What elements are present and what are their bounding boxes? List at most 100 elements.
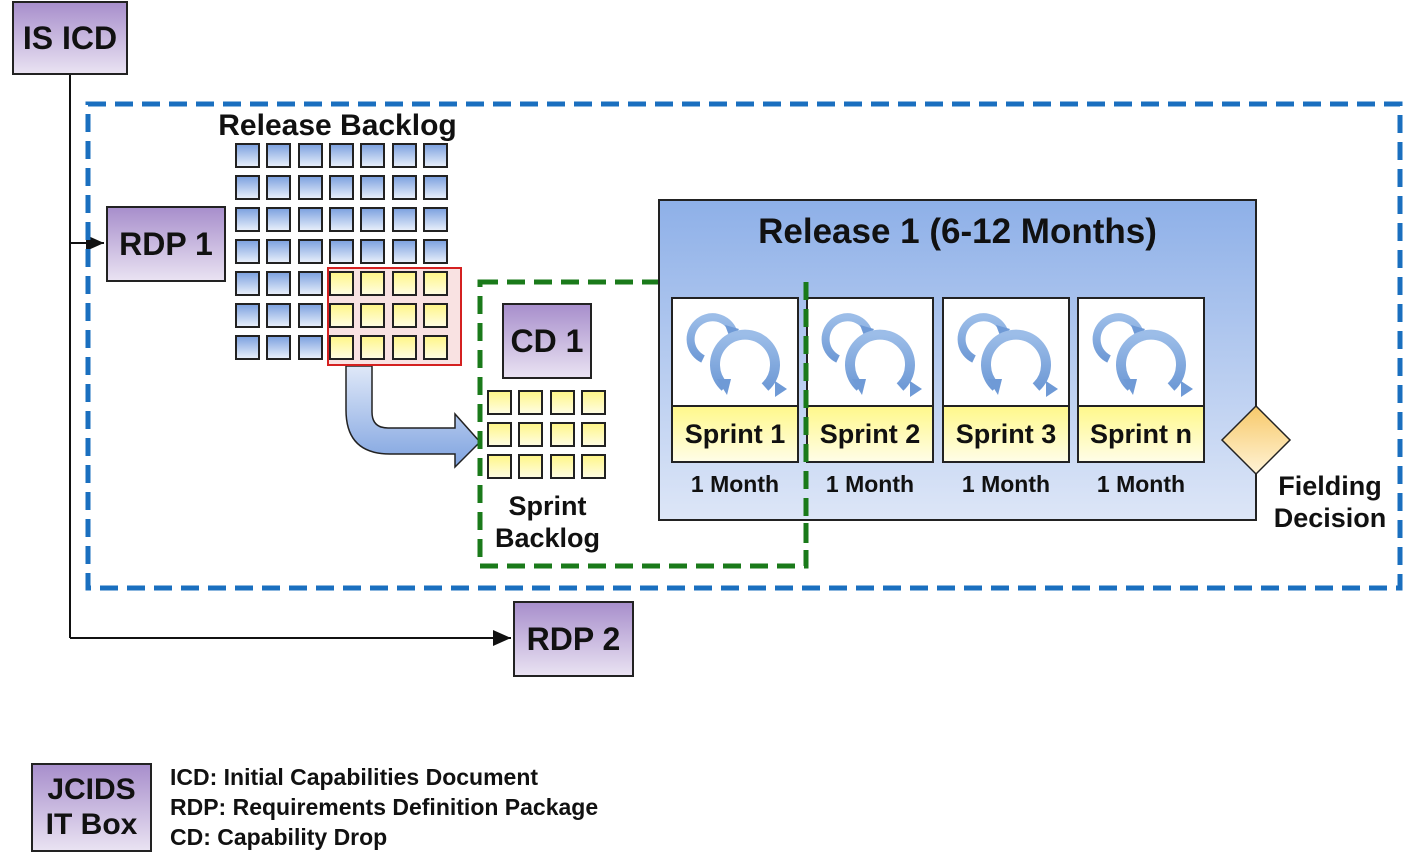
sprint-backlog-item — [580, 454, 606, 479]
jcids-line2: IT Box — [45, 807, 138, 841]
backlog-item-selected — [391, 335, 417, 360]
backlog-item-selected — [391, 271, 417, 296]
backlog-item — [391, 239, 417, 264]
release-title: Release 1 (6-12 Months) — [758, 212, 1157, 251]
sprint-duration: 1 Month — [690, 471, 780, 497]
cd1-box: CD 1 — [502, 303, 592, 379]
rdp2-box: RDP 2 — [513, 601, 634, 677]
sprint-backlog-item — [580, 422, 606, 447]
fielding-decision-label: Fielding Decision — [1262, 470, 1398, 535]
rdp2-label: RDP 2 — [526, 620, 621, 657]
sprint-backlog-item — [549, 390, 575, 415]
backlog-item — [422, 143, 448, 168]
backlog-item — [235, 207, 260, 232]
backlog-item — [422, 239, 448, 264]
backlog-item — [235, 303, 260, 328]
backlog-item — [328, 143, 354, 168]
scrum-cycle-icon — [1077, 297, 1205, 407]
backlog-item — [266, 143, 292, 168]
backlog-item — [266, 303, 292, 328]
backlog-item — [235, 271, 260, 296]
backlog-item-selected — [422, 303, 448, 328]
sprint-backlog-item — [487, 454, 512, 479]
backlog-item — [360, 239, 386, 264]
sprint-name: Sprint 3 — [942, 407, 1070, 463]
is-icd-label: IS ICD — [22, 19, 118, 56]
backlog-item — [328, 207, 354, 232]
backlog-item-selected — [391, 303, 417, 328]
backlog-item — [360, 143, 386, 168]
backlog-item — [297, 335, 323, 360]
sprint-duration: 1 Month — [825, 471, 915, 497]
backlog-item-selected — [328, 335, 354, 360]
backlog-item-selected — [422, 335, 448, 360]
backlog-item — [235, 175, 260, 200]
backlog-item — [391, 207, 417, 232]
backlog-item — [360, 175, 386, 200]
sprint-duration: 1 Month — [961, 471, 1051, 497]
backlog-item — [266, 335, 292, 360]
sprint-card: Sprint 3 1 Month — [942, 297, 1070, 498]
backlog-item — [328, 239, 354, 264]
sprint-card: Sprint n 1 Month — [1077, 297, 1205, 498]
fielding-decision-diamond — [1220, 404, 1292, 476]
backlog-item — [266, 207, 292, 232]
backlog-item — [422, 207, 448, 232]
sprint-backlog-item — [518, 454, 544, 479]
sprint-backlog-label: Sprint Backlog — [480, 490, 615, 555]
backlog-item — [235, 335, 260, 360]
backlog-item — [328, 175, 354, 200]
backlog-item — [297, 303, 323, 328]
sprint-name: Sprint 1 — [671, 407, 799, 463]
backlog-item-selected — [422, 271, 448, 296]
backlog-item — [297, 239, 323, 264]
cd1-label: CD 1 — [510, 322, 584, 359]
backlog-item — [297, 271, 323, 296]
sprint-backlog-line1: Sprint — [508, 491, 587, 521]
backlog-item-selected — [328, 271, 354, 296]
sprint-backlog-item — [487, 390, 512, 415]
backlog-transfer-arrow — [345, 365, 482, 469]
scrum-cycle-icon — [671, 297, 799, 407]
backlog-item-selected — [328, 303, 354, 328]
sprint-card: Sprint 2 1 Month — [806, 297, 934, 498]
sprint-name: Sprint n — [1077, 407, 1205, 463]
legend-entry-icd: ICD: Initial Capabilities Document — [170, 764, 539, 790]
backlog-item — [235, 143, 260, 168]
scrum-cycle-icon — [942, 297, 1070, 407]
backlog-item — [391, 143, 417, 168]
backlog-item — [235, 239, 260, 264]
rdp1-label: RDP 1 — [119, 225, 213, 262]
sprint-backlog-item — [549, 454, 575, 479]
backlog-item-selected — [360, 271, 386, 296]
sprint-card: Sprint 1 1 Month — [671, 297, 799, 498]
sprint-backlog-item — [518, 390, 544, 415]
jcids-it-box-legend: JCIDS IT Box — [31, 763, 152, 852]
scrum-cycle-icon — [806, 297, 934, 407]
sprint-backlog-item — [549, 422, 575, 447]
fielding-line1: Fielding — [1278, 471, 1382, 501]
release-backlog-title: Release Backlog — [218, 109, 457, 142]
legend-entry-rdp: RDP: Requirements Definition Package — [170, 794, 599, 820]
sprint-name: Sprint 2 — [806, 407, 934, 463]
sprint-backlog-line2: Backlog — [494, 523, 601, 554]
backlog-item — [297, 175, 323, 200]
backlog-item-selected — [360, 335, 386, 360]
backlog-item-selected — [360, 303, 386, 328]
backlog-item — [266, 175, 292, 200]
jcids-line1: JCIDS — [47, 773, 136, 806]
backlog-item — [391, 175, 417, 200]
backlog-item — [297, 207, 323, 232]
backlog-item — [360, 207, 386, 232]
sprint-duration: 1 Month — [1096, 471, 1186, 497]
rdp1-box: RDP 1 — [106, 206, 226, 282]
is-icd-box: IS ICD — [12, 1, 128, 75]
backlog-item — [266, 271, 292, 296]
backlog-item — [422, 175, 448, 200]
backlog-item — [297, 143, 323, 168]
release-scope-boundary — [85, 101, 1403, 591]
sprint-backlog-item — [518, 422, 544, 447]
fielding-line2: Decision — [1273, 503, 1387, 534]
backlog-item — [266, 239, 292, 264]
sprint-backlog-item — [487, 422, 512, 447]
